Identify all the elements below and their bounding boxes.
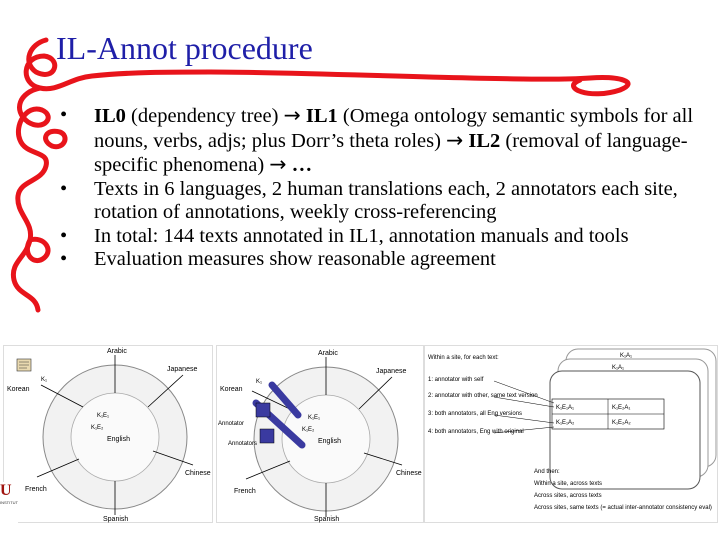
- bullet-dot: •: [60, 104, 68, 126]
- lang-label: Chinese: [396, 470, 422, 477]
- annotator-icon: [16, 358, 32, 372]
- bullet-dot: •: [60, 224, 68, 247]
- bullet-text: (dependency tree): [125, 105, 284, 127]
- bullet-text: (removal of language-specific phenomena): [94, 129, 688, 177]
- bullet-text: IL2: [468, 129, 501, 152]
- side-label: Annotator: [218, 421, 244, 427]
- legend-header: Within a site, for each text:: [428, 355, 499, 361]
- legend-item: 1: annotator with self: [428, 377, 484, 383]
- bullet-text: In total: 144 texts annotated in IL1, an…: [94, 224, 629, 247]
- lang-label: Japanese: [167, 366, 197, 373]
- lang-label: French: [234, 488, 256, 495]
- lang-label: Arabic: [318, 350, 338, 357]
- legend-then-item: Within a site, across texts: [534, 481, 602, 487]
- center-label: English: [107, 436, 130, 443]
- side-label: Annotators: [228, 441, 257, 447]
- bullet-item: • IL0 (dependency tree) → IL1 (Omega onto…: [60, 103, 710, 178]
- legend-then-item: Across sites, same texts (= actual inter…: [534, 505, 712, 511]
- legend-and-then: And then:: [534, 469, 560, 475]
- matrix-cell: K₁E₂A₁: [612, 405, 630, 411]
- bullet-text: Evaluation measures show reasonable agre…: [94, 248, 496, 270]
- bullet-text: Texts in 6 languages, 2 human translatio…: [94, 177, 678, 224]
- bullet-text: …: [291, 154, 313, 176]
- arrow-symbol: →: [446, 127, 464, 152]
- bullet-item: • In total: 144 texts annotated in IL1, a…: [60, 225, 710, 249]
- legend-then-item: Across sites, across texts: [534, 493, 602, 499]
- matrix-cell: K₁E₂A₂: [612, 420, 631, 426]
- lang-label: Korean: [220, 386, 243, 393]
- figure-agreement-legend: K₁A₁ K₁A₁ K₁E₁A₁ K₁E₂A₁ K₁E₁A₂ K₁E₂A₂ Wi…: [424, 345, 718, 523]
- matrix-cell: K₁E₁A₁: [556, 405, 574, 411]
- lang-label: French: [25, 486, 47, 493]
- figure-language-wheel-middle: Arabic Japanese Korean Chinese French Sp…: [216, 345, 424, 523]
- bullet-text: IL1: [305, 105, 338, 127]
- bullet-item: • Texts in 6 languages, 2 human translati…: [60, 178, 710, 225]
- university-logo-fragment: U INSTITUTE: [0, 482, 18, 526]
- node-label: K₁E₁: [97, 413, 109, 419]
- node-label: K₁: [256, 379, 262, 385]
- node-label: K₁: [41, 377, 47, 383]
- lang-label: Spanish: [103, 516, 128, 523]
- legend-item: 2: annotator with other, same text versi…: [428, 393, 538, 399]
- bullet-dot: •: [60, 248, 68, 270]
- bullet-text: (Omega ontology semantic symbols for all…: [94, 105, 694, 152]
- arrow-symbol: →: [283, 103, 301, 127]
- node-label: K₁E₁: [308, 415, 320, 421]
- logo-text: INSTITUTE: [0, 500, 18, 505]
- legend-item: 3: both annotators, all Eng versions: [428, 411, 522, 417]
- bullet-text: IL0: [94, 105, 126, 127]
- lang-label: Korean: [7, 386, 30, 393]
- matrix-top-label: K₁A₁: [612, 365, 624, 371]
- matrix-cell: K₁E₁A₂: [556, 420, 575, 426]
- legend-item: 4: both annotators, Eng with original: [428, 429, 524, 435]
- center-label: English: [318, 438, 341, 445]
- logo-letter: U: [0, 482, 12, 499]
- matrix-top-label: K₁A₁: [620, 353, 632, 359]
- lang-label: Arabic: [107, 348, 127, 355]
- lang-label: Spanish: [314, 516, 339, 523]
- bullet-dot: •: [60, 177, 68, 200]
- bullet-list: • IL0 (dependency tree) → IL1 (Omega onto…: [60, 103, 710, 272]
- node-label: K₁E₂: [91, 425, 104, 431]
- bullet-item: • Evaluation measures show reasonable agr…: [60, 248, 710, 272]
- arrow-symbol: →: [269, 152, 287, 176]
- lang-label: Japanese: [376, 368, 406, 375]
- lang-label: Chinese: [185, 470, 211, 477]
- node-label: K₁E₂: [302, 427, 315, 433]
- figure-language-wheel-left: Arabic Japanese Korean Chinese French Sp…: [3, 345, 213, 523]
- slide-title: IL-Annot procedure: [56, 30, 313, 66]
